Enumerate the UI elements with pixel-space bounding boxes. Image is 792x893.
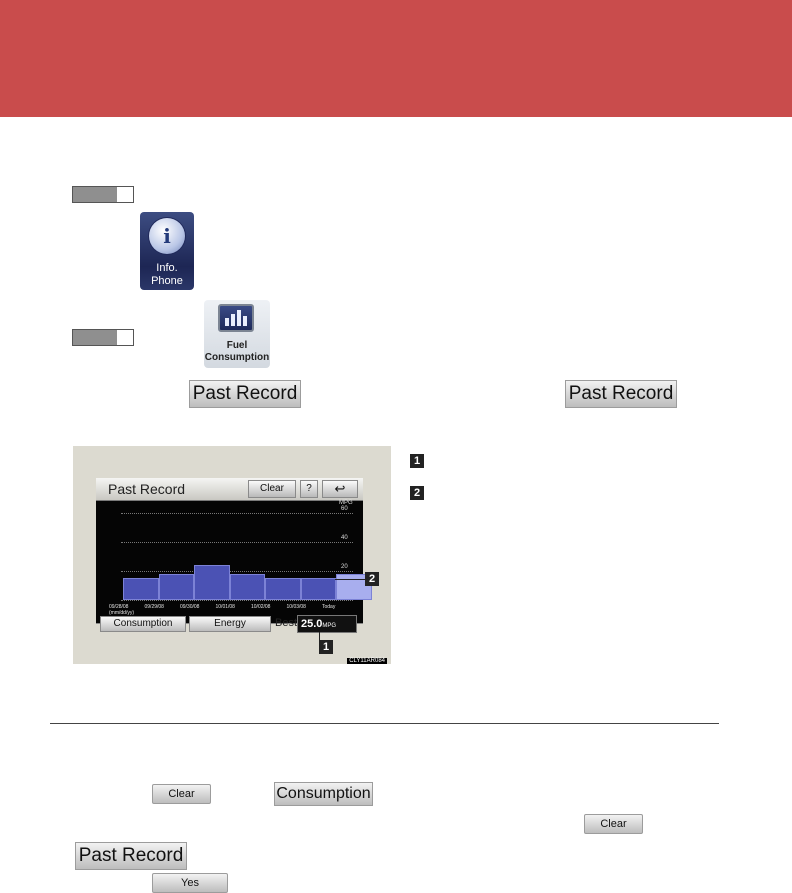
step-indicator-1 xyxy=(72,186,134,203)
fuel-bar-chart: MPG 020406009/28/0809/29/0809/30/0810/01… xyxy=(96,500,372,622)
date-format-label: (mm/dd/yy) xyxy=(109,610,134,616)
bar-chart-icon xyxy=(218,304,254,332)
energy-tab-button[interactable]: Energy xyxy=(189,616,271,632)
screen-title: Past Record xyxy=(108,481,186,497)
gridline xyxy=(121,542,353,543)
fuel-consumption-label-1: Fuel xyxy=(226,340,248,351)
x-tick-label: 10/01/08 xyxy=(215,604,235,610)
past-record-button[interactable]: Past Record xyxy=(189,380,301,408)
info-phone-label-1: Info. xyxy=(156,262,178,274)
y-tick-label: 40 xyxy=(341,535,348,541)
section-divider xyxy=(50,723,719,724)
consumption-button[interactable]: Consumption xyxy=(274,782,373,806)
fuel-consumption-icon[interactable]: Fuel Consumption xyxy=(204,300,270,368)
best-label: Best xyxy=(275,617,298,629)
step-indicator-2 xyxy=(72,329,134,346)
screen-help-button[interactable]: ? xyxy=(300,480,318,498)
best-value: 25.0MPG xyxy=(297,615,357,633)
y-tick-label: 60 xyxy=(341,506,348,512)
image-code: CLY11AR084 xyxy=(347,658,387,664)
x-tick-label: 09/29/08 xyxy=(144,604,164,610)
bar xyxy=(123,578,159,600)
gridline xyxy=(121,600,353,601)
callout-2: 2 xyxy=(365,572,379,586)
x-tick-label: 10/02/08 xyxy=(251,604,271,610)
bar xyxy=(158,573,194,600)
x-tick-label: 09/28/08 xyxy=(109,604,129,610)
bar xyxy=(300,578,336,600)
chapter-banner xyxy=(0,0,792,117)
gridline xyxy=(121,571,353,572)
screen-title-bar: Past Record Clear ? ↩ xyxy=(96,478,363,501)
x-tick-label: Today xyxy=(322,604,336,610)
y-tick-label: 20 xyxy=(341,564,348,570)
bar xyxy=(194,565,230,600)
clear-button-2[interactable]: Clear xyxy=(584,814,643,834)
legend-marker-1: 1 xyxy=(410,454,424,468)
callout-1: 1 xyxy=(319,640,333,654)
past-record-button-3[interactable]: Past Record xyxy=(75,842,187,870)
yes-button[interactable]: Yes xyxy=(152,873,228,893)
bar xyxy=(265,578,301,600)
x-tick-label: 09/30/08 xyxy=(180,604,200,610)
consumption-tab-button[interactable]: Consumption xyxy=(100,616,186,632)
past-record-button-2[interactable]: Past Record xyxy=(565,380,677,408)
bar xyxy=(229,573,265,600)
back-arrow-icon[interactable]: ↩ xyxy=(322,480,358,498)
y-unit-label: MPG xyxy=(339,500,353,506)
info-icon: i xyxy=(149,218,185,254)
best-value-number: 25.0 xyxy=(301,618,323,630)
x-tick-label: 10/03/08 xyxy=(286,604,306,610)
fuel-consumption-label-2: Consumption xyxy=(204,352,270,363)
info-phone-icon[interactable]: i Info. Phone xyxy=(140,212,194,290)
best-value-unit: MPG xyxy=(322,623,337,629)
legend-marker-2: 2 xyxy=(410,486,424,500)
clear-button[interactable]: Clear xyxy=(152,784,211,804)
gridline xyxy=(121,513,353,514)
info-phone-label-2: Phone xyxy=(151,275,183,287)
screen-clear-button[interactable]: Clear xyxy=(248,480,296,498)
past-record-screen: Past Record Clear ? ↩ MPG 020406009/28/0… xyxy=(73,446,391,664)
